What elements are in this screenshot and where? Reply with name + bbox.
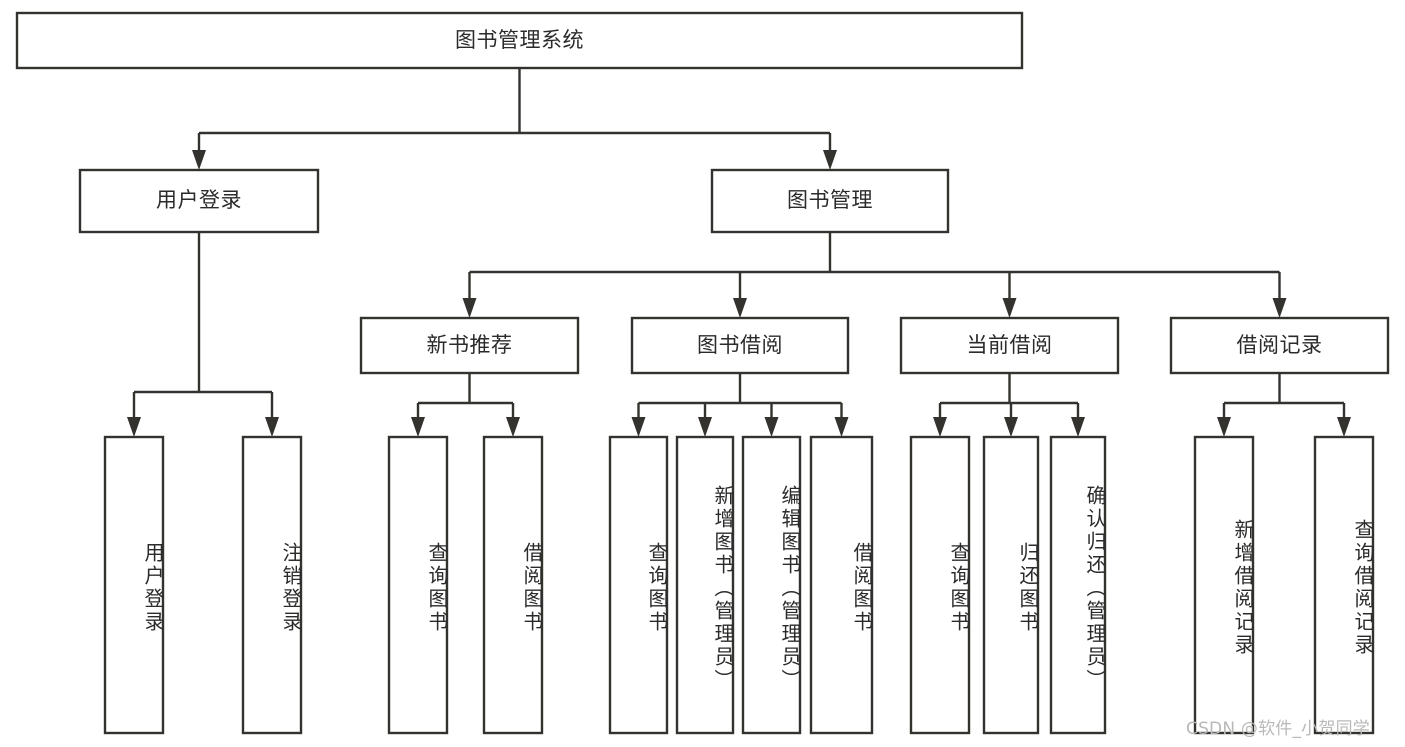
user-login-arrow-0 xyxy=(127,417,141,437)
node-box-book_management[interactable] xyxy=(710,168,950,234)
node-box-leaf_borrow_book_recommend[interactable] xyxy=(482,435,544,735)
current-borrow-arrow-1 xyxy=(1004,417,1018,437)
node-box-new_book_recommend[interactable] xyxy=(359,316,580,375)
new-book-arrow-1 xyxy=(506,417,520,437)
user-login-arrow-1 xyxy=(265,417,279,437)
node-box-leaf_query_book_recommend[interactable] xyxy=(387,435,449,735)
new-book-arrow-0 xyxy=(411,417,425,437)
book-borrow-arrow-3 xyxy=(834,417,849,437)
root-arrow-0 xyxy=(192,150,206,170)
node-box-layer xyxy=(15,11,1390,735)
node-box-borrow_record[interactable] xyxy=(1169,316,1390,375)
current-borrow-arrow-2 xyxy=(1071,417,1085,437)
node-box-leaf_query_book_borrow[interactable] xyxy=(608,435,669,735)
node-box-root[interactable] xyxy=(15,11,1024,70)
node-box-current_borrow[interactable] xyxy=(899,316,1120,375)
node-box-leaf_return_book[interactable] xyxy=(982,435,1040,735)
node-box-leaf_add_book_admin[interactable] xyxy=(675,435,735,735)
book-borrow-arrow-2 xyxy=(764,417,779,437)
node-box-leaf_user_login[interactable] xyxy=(103,435,165,735)
node-box-leaf_query_borrow_record[interactable] xyxy=(1313,435,1375,735)
borrow-record-arrow-1 xyxy=(1337,417,1351,437)
node-box-leaf_borrow_book[interactable] xyxy=(809,435,874,735)
node-box-leaf_edit_book_admin[interactable] xyxy=(741,435,802,735)
connector-layer xyxy=(127,68,1351,437)
node-box-leaf_confirm_return_admin[interactable] xyxy=(1049,435,1107,735)
root-arrow-1 xyxy=(823,150,837,170)
book-management-arrow-0 xyxy=(462,298,477,318)
csdn-watermark: CSDN @软件_小贺同学 xyxy=(1186,719,1370,739)
borrow-record-arrow-0 xyxy=(1217,417,1231,437)
node-box-leaf_query_book_current[interactable] xyxy=(909,435,971,735)
book-management-arrow-2 xyxy=(1002,298,1017,318)
book-management-arrow-1 xyxy=(733,298,747,318)
book-management-arrow-3 xyxy=(1272,298,1287,318)
node-box-leaf_logout_login[interactable] xyxy=(241,435,303,735)
node-box-user_login[interactable] xyxy=(78,168,320,234)
current-borrow-arrow-0 xyxy=(933,417,947,437)
book-borrow-arrow-0 xyxy=(631,417,646,437)
node-box-book_borrow[interactable] xyxy=(630,316,850,375)
book-borrow-arrow-1 xyxy=(698,417,712,437)
node-box-leaf_add_borrow_record[interactable] xyxy=(1193,435,1255,735)
